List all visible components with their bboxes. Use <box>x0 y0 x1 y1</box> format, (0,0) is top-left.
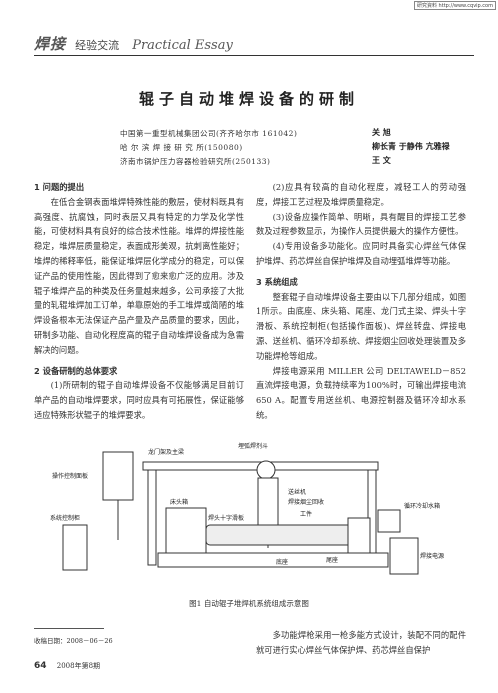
section-1-heading: 1 问题的提出 <box>34 182 85 192</box>
affiliation-2: 哈 尔 滨 焊 接 研 究 所(150080) <box>120 143 243 152</box>
label-work: 工件 <box>300 510 312 518</box>
label-wire: 送丝机 <box>288 488 306 496</box>
label-slide: 焊头十字滑板 <box>208 514 244 522</box>
base-shape <box>157 552 389 568</box>
label-power: 焊接电源 <box>420 552 444 560</box>
label-headstock: 床头箱 <box>170 498 188 506</box>
affiliation-1: 中国第一重型机械集团公司(齐齐哈尔市 161042) <box>120 129 298 138</box>
journal-logo: 焊接 <box>34 35 67 53</box>
bottom-right-text: 多功能焊枪采用一枪多能方式设计，装配不同的配件就可进行实心焊丝气体保护焊、药芯焊… <box>256 628 466 658</box>
label-cabinet: 系统控制柜 <box>50 514 80 522</box>
affiliation-3: 济南市锅炉压力容器检验研究所(250133) <box>120 157 271 166</box>
section-header: 焊接 经验交流 Practical Essay <box>34 33 494 53</box>
flux-hopper-shape <box>256 460 276 480</box>
torch-text: 多功能焊枪采用一枪多能方式设计，装配不同的配件就可进行实心焊丝气体保护焊、药芯焊… <box>256 630 466 655</box>
authors-3: 王 文 <box>372 156 391 165</box>
req-4-text: (4)专用设备多功能化。应同时具备实心焊丝气体保护堆焊、药芯焊丝自保护堆焊及自动… <box>256 241 466 266</box>
figure-caption: 图1 自动辊子堆焊机系统组成示意图 <box>189 599 309 608</box>
section-3-heading: 3 系统组成 <box>256 276 298 287</box>
authors-1: 关 旭 <box>372 128 391 137</box>
page-footer: 64 2008年第8期 <box>34 661 100 671</box>
power-supply-text: 焊接电源采用 MILLER 公司 DELTAWELD－852 直流焊接电源，负载… <box>256 365 466 420</box>
cooling-tank-shape <box>377 509 401 533</box>
received-date: 收稿日期：2008－06－26 <box>34 637 113 645</box>
article-title: 辊子自动堆焊设备的研制 <box>138 90 359 108</box>
section-3-text: 整套辊子自动堆焊设备主要由以下几部分组成，如图1所示。由底座、床头箱、尾座、龙门… <box>256 291 466 361</box>
left-column: 1 问题的提出 在低合金钢表面堆焊特殊性能的敷层，使材料既具有高强度、抗腐蚀，同… <box>34 180 244 423</box>
label-fume: 焊接烟尘回收 <box>288 498 324 506</box>
section-1-text: 在低合金钢表面堆焊特殊性能的敷层，使材料既具有高强度、抗腐蚀，同时表层又具有特定… <box>34 196 244 355</box>
figure-1-diagram: 龙门架及主梁 埋弧焊剂斗 操作控制面板 床头箱 送丝机 焊接烟尘回收 焊头十字滑… <box>50 442 444 575</box>
section-name: 经验交流 <box>75 39 120 52</box>
section-name-en: Practical Essay <box>132 38 233 53</box>
issue-label: 2008年第8期 <box>56 662 101 670</box>
label-tail: 尾座 <box>326 556 338 564</box>
req-3-text: (3)设备应操作简单、明晰，具有醒目的焊接工艺参数及过程参数显示，为操作人员提供… <box>256 211 466 237</box>
footnote-rule <box>34 628 104 629</box>
label-cooling: 循环冷却水箱 <box>404 502 440 510</box>
label-panel: 操作控制面板 <box>52 472 88 480</box>
workpiece-roller <box>205 524 357 546</box>
label-flux: 埋弧焊剂斗 <box>238 442 268 450</box>
req-2-text: (2)应具有较高的自动化程度，减轻工人的劳动强度，焊接工艺过程及堆焊质量稳定。 <box>256 182 466 207</box>
headstock-shape <box>165 507 207 554</box>
label-base: 底座 <box>276 558 288 566</box>
section-2-heading: 2 设备研制的总体要求 <box>34 365 118 376</box>
gantry-left-leg <box>147 469 157 566</box>
section-2-text: (1)所研制的辊子自动堆焊设备不仅能够满足目前订单产品的自动堆焊要求，同时应具有… <box>34 380 244 420</box>
right-column: (2)应具有较高的自动化程度，减轻工人的劳动强度，焊接工艺过程及堆焊质量稳定。 … <box>256 180 466 423</box>
power-source-shape <box>389 537 419 575</box>
label-gantry: 龙门架及主梁 <box>148 448 184 456</box>
page-number: 64 <box>34 661 47 671</box>
header-rule <box>34 55 474 56</box>
control-cabinet-shape <box>62 524 88 571</box>
control-panel-shape <box>102 451 134 501</box>
source-stamp: 研究資料 http://www.cqvip.com <box>413 1 496 10</box>
tailstock-shape <box>347 517 371 554</box>
authors-2: 柳长青 于静伟 亢雅禄 <box>372 142 450 151</box>
